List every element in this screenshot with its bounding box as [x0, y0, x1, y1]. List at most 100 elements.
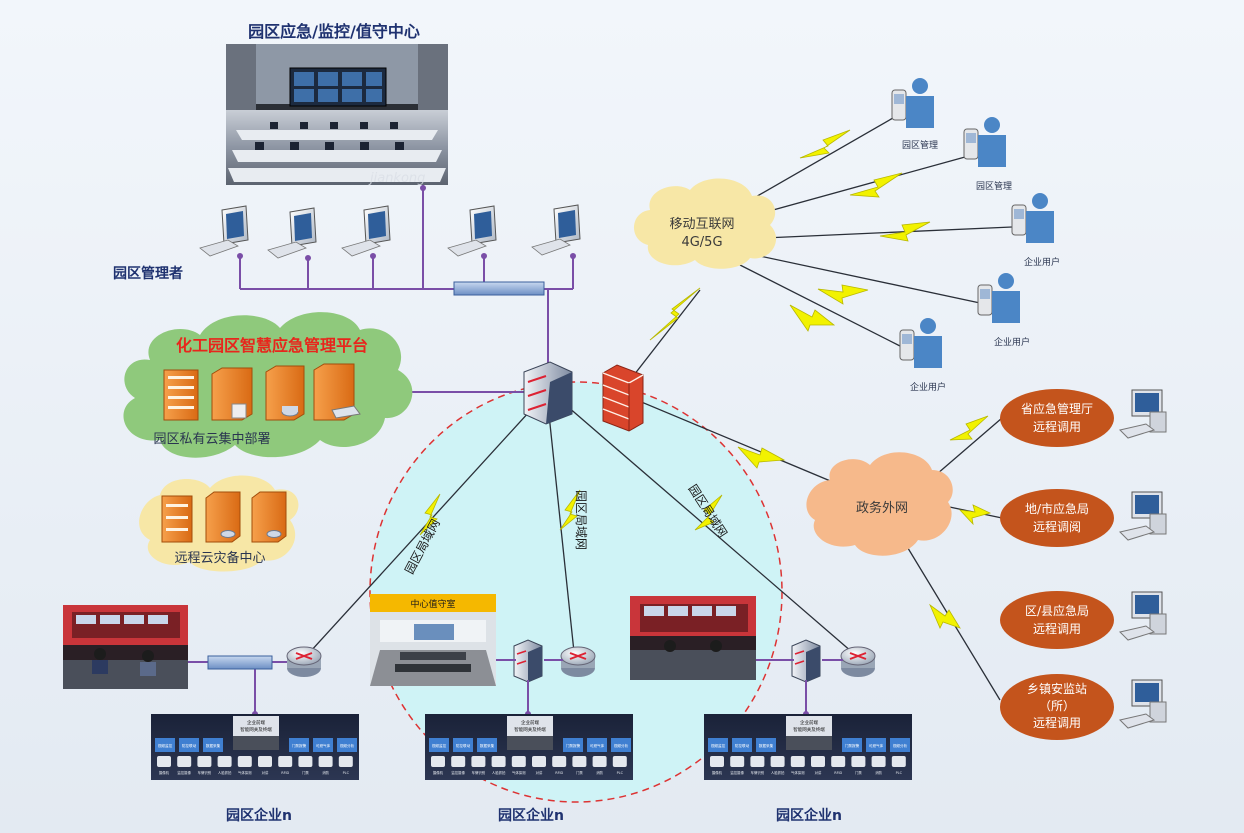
device-icon — [572, 756, 587, 767]
computer-icon — [1119, 591, 1167, 641]
phone-user-label: 园区管理 — [976, 180, 1012, 192]
panel-tab — [732, 738, 752, 752]
device-label: 对讲 — [536, 770, 543, 775]
panel-tab-label: 可燃气体 — [869, 743, 884, 748]
device-label: 门禁 — [302, 770, 309, 775]
computer-icon — [447, 205, 497, 257]
mobile-user-icon: 园区管理 — [963, 117, 1012, 192]
device-label: 人脸抓拍 — [771, 770, 785, 775]
enterprise-photo-left — [63, 605, 188, 689]
firewall-icon — [602, 364, 644, 432]
computer-icon — [341, 205, 391, 257]
gov-network-cloud: 政务外网 — [806, 452, 953, 556]
panel-tab-label: 可燃气体 — [316, 743, 331, 748]
device-icon — [177, 756, 192, 767]
device-label: 门禁 — [855, 770, 862, 775]
managers-label: 园区管理者 — [113, 265, 183, 282]
panel-tab-label: 视频分析 — [614, 743, 629, 748]
router-icon — [286, 646, 322, 677]
mobile-user-icon: 企业用户 — [1011, 193, 1060, 268]
enterprise-panel: 企业前端智能网关及终端视频监控防控联动数据采集门禁报警可燃气体视频分析摄像机监控… — [425, 714, 633, 780]
bus-hub — [453, 281, 545, 296]
panel-tab-label: 视频监控 — [158, 743, 173, 748]
panel-tab — [756, 738, 776, 752]
panel-title-line1: 企业前端 — [800, 719, 818, 726]
device-label: RFID — [281, 771, 289, 775]
device-icon — [197, 756, 212, 767]
computer-icon — [1119, 491, 1167, 541]
panel-title-line2: 智能网关及终端 — [793, 726, 825, 733]
backup-servers — [161, 491, 287, 543]
panel-tab — [708, 738, 728, 752]
panel-tab — [313, 738, 333, 752]
lan-label: 园区局域网 — [574, 490, 588, 550]
agency-line1: 区/县应急局 — [1025, 603, 1089, 618]
device-label: 消防 — [322, 770, 329, 775]
device-icon — [831, 756, 846, 767]
panel-tab — [429, 738, 449, 752]
device-label: 人脸抓拍 — [492, 770, 506, 775]
panel-title-line1: 企业前端 — [521, 719, 539, 726]
agency-line2: 远程调用 — [1033, 419, 1081, 434]
panel-tab — [563, 738, 583, 752]
panel-tab-label: 视频监控 — [711, 743, 726, 748]
mobile-internet-cloud: 移动互联网 4G/5G — [633, 178, 777, 269]
routers — [286, 646, 876, 677]
panel-tab-label: 视频监控 — [432, 743, 447, 748]
device-label: 气体探测 — [238, 770, 252, 775]
enterprise-panel: 企业前端智能网关及终端视频监控防控联动数据采集门禁报警可燃气体视频分析摄像机监控… — [704, 714, 912, 780]
device-icon — [891, 756, 906, 767]
backup-cloud-label: 远程云灾备中心 — [174, 550, 265, 566]
device-icon — [157, 756, 171, 767]
device-icon — [811, 756, 825, 767]
panel-tab-label: 门禁报警 — [845, 743, 860, 748]
device-label: 门禁 — [576, 770, 583, 775]
device-label: 对讲 — [262, 770, 269, 775]
server-icon — [163, 369, 199, 421]
center-duty-label: 中心值守室 — [410, 598, 455, 610]
panel-title-line2: 智能网关及终端 — [240, 726, 272, 733]
device-icon — [750, 756, 765, 767]
device-icon — [338, 756, 353, 767]
panel-tab — [155, 738, 175, 752]
device-icon — [431, 756, 445, 767]
enterprise-photo-right — [630, 596, 756, 680]
device-icon — [318, 756, 333, 767]
computer-icon — [199, 205, 249, 257]
agency-line3: 远程调用 — [1033, 715, 1081, 730]
panel-tab — [453, 738, 473, 752]
switch-icon — [791, 639, 821, 683]
device-icon — [237, 756, 252, 767]
agency-line2: （所） — [1039, 699, 1075, 713]
panel-tab-label: 数据采集 — [480, 743, 495, 748]
panel-title-line2: 智能网关及终端 — [514, 726, 546, 733]
router-icon — [840, 646, 876, 677]
server-icon — [251, 491, 287, 543]
agency-provincial: 省应急管理厅 远程调用 — [1000, 389, 1114, 447]
router-icon — [560, 646, 596, 677]
panel-tab-label: 防控联动 — [735, 743, 750, 748]
device-icon — [471, 756, 486, 767]
agency-line1: 地/市应急局 — [1025, 501, 1089, 516]
device-label: 气体探测 — [791, 770, 805, 775]
device-label: 监控摄像 — [730, 770, 744, 775]
device-icon — [511, 756, 526, 767]
device-label: PLC — [896, 771, 903, 775]
core-switch-icon — [523, 361, 573, 425]
switch-icon — [513, 639, 543, 683]
device-label: 监控摄像 — [177, 770, 191, 775]
agency-line2: 远程调阅 — [1033, 519, 1081, 534]
network-links — [309, 117, 1013, 701]
panel-tab-label: 门禁报警 — [566, 743, 581, 748]
agency-line1: 省应急管理厅 — [1021, 401, 1093, 416]
device-label: 消防 — [596, 770, 603, 775]
server-icon — [211, 367, 253, 421]
device-icon — [217, 756, 232, 767]
device-icon — [298, 756, 313, 767]
device-icon — [871, 756, 886, 767]
agency-county: 区/县应急局 远程调用 — [1000, 591, 1114, 649]
agency-city: 地/市应急局 远程调阅 — [1000, 489, 1114, 547]
device-icon — [592, 756, 607, 767]
